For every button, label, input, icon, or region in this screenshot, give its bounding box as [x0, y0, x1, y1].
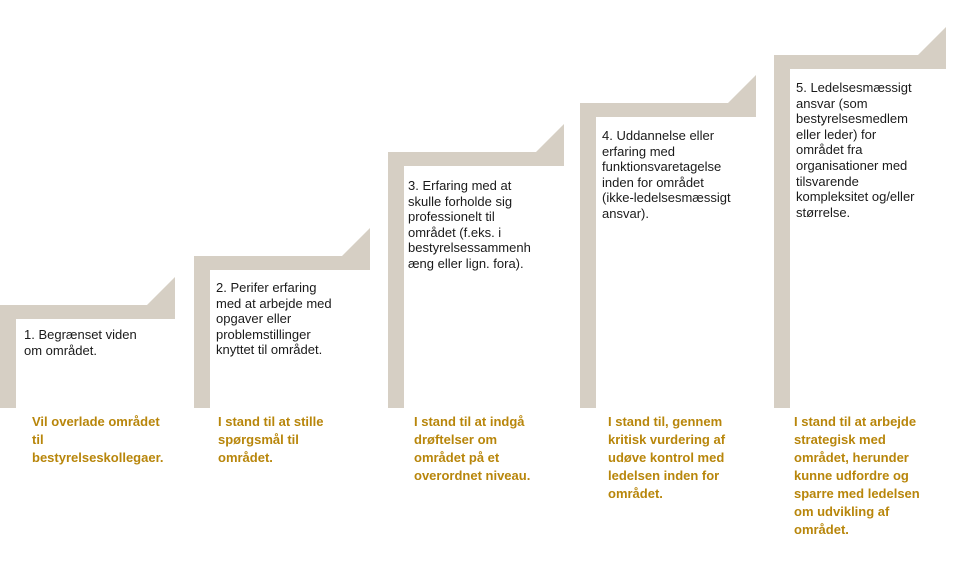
- step-5-outcome: I stand til at arbejde strategisk med om…: [794, 414, 920, 537]
- step-3-left-bar: [388, 152, 404, 408]
- step-2-left-bar: [194, 256, 210, 408]
- step-1-left-bar: [0, 305, 16, 408]
- step-5-shape: [774, 27, 946, 408]
- step-2-corner-triangle: [342, 228, 370, 256]
- step-2-label: 2. Perifer erfaring med at arbejde med o…: [216, 280, 332, 358]
- step-2-outcome: I stand til at stille spørgsmål til områ…: [218, 414, 324, 465]
- step-2-top-bar: [194, 256, 370, 270]
- step-4-outcome: I stand til, gennem kritisk vurdering af…: [608, 414, 726, 501]
- step-4-shape: [580, 75, 756, 408]
- step-1-corner-triangle: [147, 277, 175, 305]
- step-3-top-bar: [388, 152, 564, 166]
- step-2-shape: [194, 228, 370, 408]
- step-3-corner-triangle: [536, 124, 564, 152]
- step-1-label: 1. Begrænset viden om området.: [24, 327, 137, 358]
- step-5-label: 5. Ledelsesmæssigt ansvar (som bestyrels…: [796, 80, 915, 220]
- step-1-shape: [0, 277, 175, 408]
- step-3-label: 3. Erfaring med at skulle forholde sig p…: [408, 178, 531, 271]
- step-3-outcome: I stand til at indgå drøftelser om områd…: [414, 414, 531, 483]
- step-4-left-bar: [580, 103, 596, 408]
- step-4-top-bar: [580, 103, 756, 117]
- step-4-corner-triangle: [728, 75, 756, 103]
- step-5-top-bar: [774, 55, 946, 69]
- step-1-outcome: Vil overlade området til bestyrelseskoll…: [32, 414, 164, 465]
- step-3-shape: [388, 124, 564, 408]
- step-5-corner-triangle: [918, 27, 946, 55]
- step-5-left-bar: [774, 55, 790, 408]
- step-1-top-bar: [0, 305, 175, 319]
- step-4-label: 4. Uddannelse eller erfaring med funktio…: [602, 128, 731, 221]
